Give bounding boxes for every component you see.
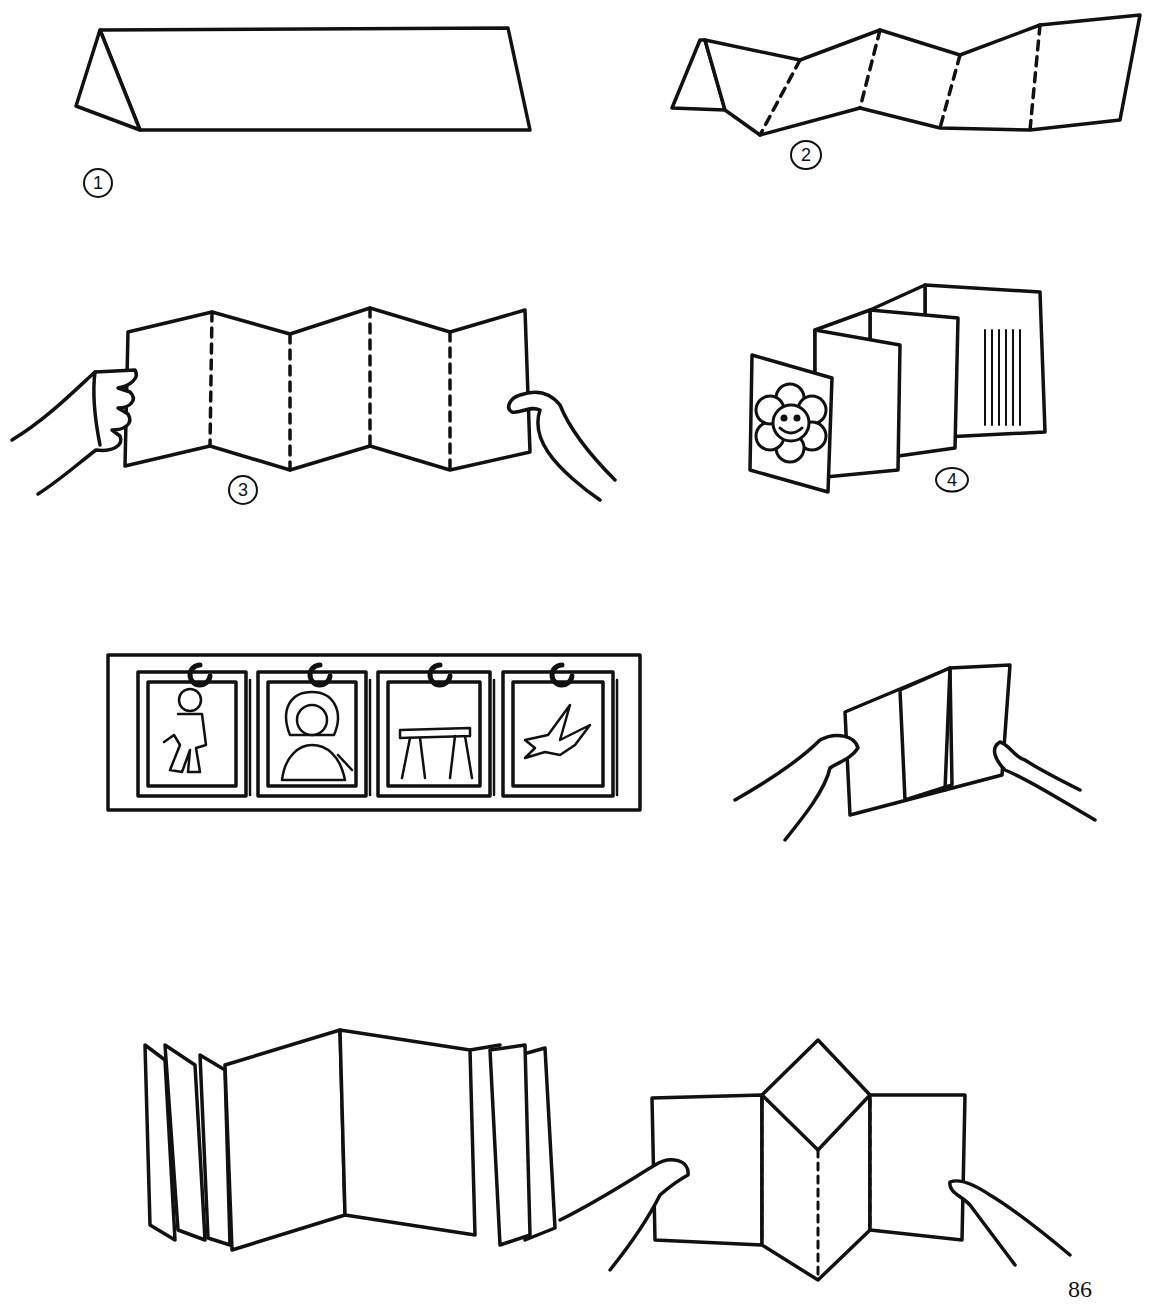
zigzag-fold — [672, 15, 1140, 135]
flower — [756, 384, 826, 462]
popup-diamond — [560, 1040, 1070, 1280]
callout-circle: 2 — [790, 140, 822, 170]
held-folded-book — [735, 665, 1095, 840]
ring-strip — [108, 655, 640, 810]
callout-circle: 3 — [228, 475, 258, 505]
open-accordion — [145, 1030, 555, 1250]
accordion-book — [750, 285, 1045, 492]
callout-number: 3 — [238, 481, 248, 499]
callout-circle: 4 — [935, 467, 969, 493]
held-zigzag — [12, 308, 615, 500]
callout-number: 4 — [947, 471, 957, 489]
panel-pictures — [164, 689, 590, 780]
callout-number: 2 — [801, 146, 811, 164]
callout-number: 1 — [93, 174, 103, 192]
page-number: 86 — [1068, 1276, 1092, 1303]
callout-circle: 1 — [83, 168, 113, 198]
tent-fold — [76, 28, 530, 130]
